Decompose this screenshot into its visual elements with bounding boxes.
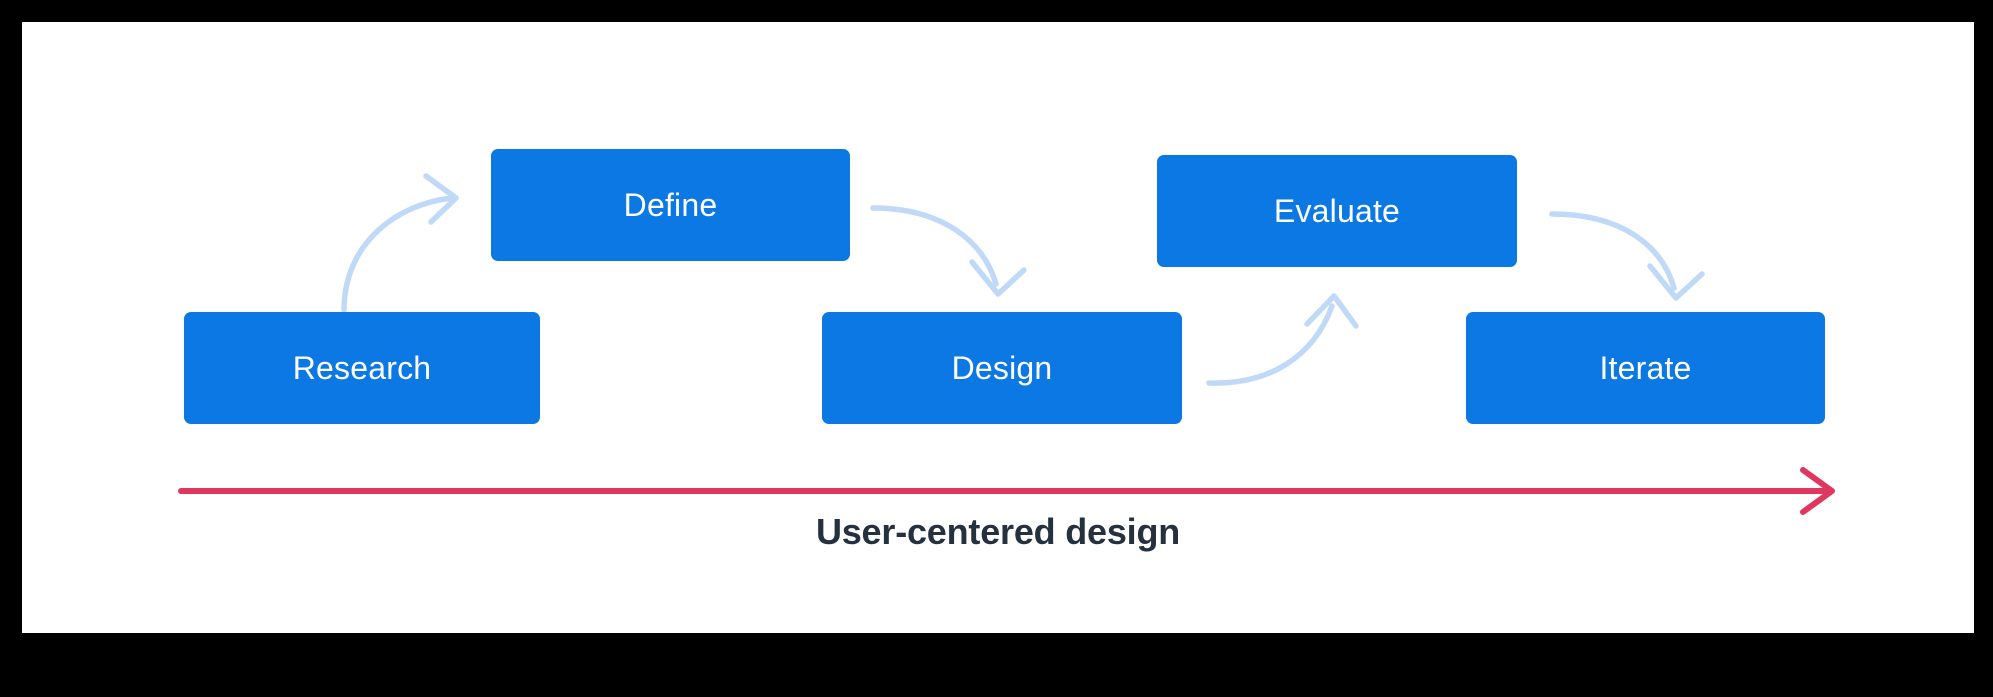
node-iterate[interactable]: Iterate [1466, 312, 1825, 424]
connector-design-to-evaluate [1206, 293, 1359, 386]
diagram-caption: User-centered design [815, 511, 1181, 552]
node-evaluate-label: Evaluate [1273, 193, 1401, 229]
node-define[interactable]: Define [491, 149, 850, 261]
node-design-label: Design [951, 350, 1053, 386]
node-evaluate[interactable]: Evaluate [1157, 155, 1517, 267]
node-define-label: Define [623, 187, 718, 223]
node-design[interactable]: Design [822, 312, 1182, 424]
diagram-canvas: .flowline { fill: none; stroke: #bfd9f7;… [22, 22, 1974, 633]
timeline-arrow [178, 467, 1835, 515]
connector-define-to-design [870, 205, 1027, 297]
node-research-label: Research [292, 350, 432, 386]
connector-evaluate-to-iterate [1549, 211, 1705, 301]
connector-research-to-define [341, 173, 459, 313]
node-research[interactable]: Research [184, 312, 540, 424]
diagram-frame: .flowline { fill: none; stroke: #bfd9f7;… [22, 22, 1974, 633]
node-iterate-label: Iterate [1599, 350, 1692, 386]
